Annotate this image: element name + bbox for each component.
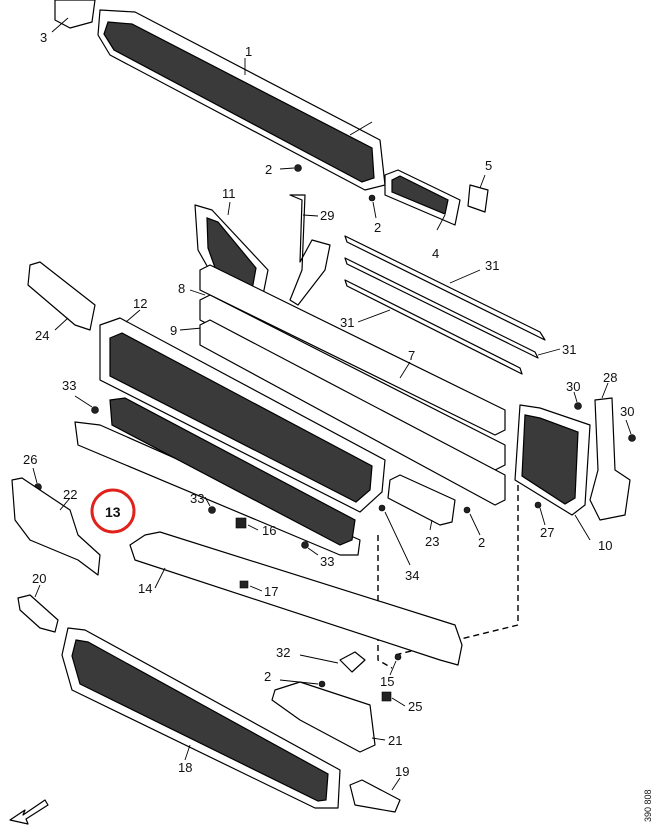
highlight-circle <box>90 488 136 534</box>
part-13-grille-bar <box>74 397 361 556</box>
label-15: 15 <box>380 674 394 689</box>
part-27-screw <box>534 501 546 526</box>
label-26: 26 <box>23 452 37 467</box>
label-31: 31 <box>340 315 354 330</box>
label-2: 2 <box>478 535 485 550</box>
label-29: 29 <box>320 208 334 223</box>
drawing-code: 390 808 <box>643 789 653 822</box>
part-28-bracket <box>589 382 631 521</box>
part-9-crossmember <box>179 294 506 471</box>
label-25: 25 <box>408 699 422 714</box>
label-23: 23 <box>425 534 439 549</box>
part-29-bracket <box>289 194 331 306</box>
part-2-screw-top <box>279 164 302 172</box>
part-16-clip <box>235 517 259 531</box>
part-23-deflector <box>387 474 456 531</box>
label-22: 22 <box>63 487 77 502</box>
part-18-lower-grille <box>61 627 341 809</box>
part-2-screw-right <box>463 506 481 536</box>
part-1-upper-grille <box>97 9 386 191</box>
part-33-screw-left <box>74 395 99 414</box>
label-12: 12 <box>133 296 147 311</box>
label-34: 34 <box>405 568 419 583</box>
part-15-screw <box>389 653 402 676</box>
label-14: 14 <box>138 581 152 596</box>
part-33-screw-center <box>204 496 216 514</box>
label-11: 11 <box>222 186 236 201</box>
part-30-screw-top <box>573 391 582 410</box>
label-33: 33 <box>62 378 76 393</box>
label-17: 17 <box>264 584 278 599</box>
part-10-right-bracket <box>514 404 591 541</box>
part-25-clip <box>381 691 406 707</box>
label-2: 2 <box>374 220 381 235</box>
part-4-trim <box>384 169 461 231</box>
label-30: 30 <box>620 404 634 419</box>
label-19: 19 <box>395 764 409 779</box>
part-12-main-grille <box>99 309 386 513</box>
label-13: 13 <box>105 504 121 520</box>
part-20-cover <box>17 584 59 633</box>
part-14-bumper-beam <box>129 531 463 666</box>
label-2: 2 <box>265 162 272 177</box>
label-5: 5 <box>485 158 492 173</box>
label-8: 8 <box>178 281 185 296</box>
part-32-clip <box>299 651 366 673</box>
label-27: 27 <box>540 525 554 540</box>
label-31: 31 <box>562 342 576 357</box>
front-direction-arrow-icon <box>9 799 49 825</box>
label-18: 18 <box>178 760 192 775</box>
part-19-cover <box>349 777 401 813</box>
label-30: 30 <box>566 379 580 394</box>
part-31-strips <box>344 235 561 375</box>
part-21-panel <box>271 681 386 753</box>
label-33: 33 <box>320 554 334 569</box>
label-1: 1 <box>245 44 252 59</box>
part-3-bracket <box>51 0 96 33</box>
part-7-crossmember <box>199 319 506 506</box>
part-2-screw-mid <box>368 194 377 219</box>
label-24: 24 <box>35 328 49 343</box>
label-33: 33 <box>190 491 204 506</box>
part-30-screw-right <box>625 419 636 442</box>
label-3: 3 <box>40 30 47 45</box>
label-2: 2 <box>264 669 271 684</box>
label-21: 21 <box>388 733 402 748</box>
part-22-side-panel <box>11 477 101 576</box>
label-20: 20 <box>32 571 46 586</box>
label-32: 32 <box>276 645 290 660</box>
part-34-screw <box>378 504 411 566</box>
label-16: 16 <box>262 523 276 538</box>
part-5-clip <box>467 174 489 213</box>
part-8-crossmember <box>189 264 506 436</box>
label-31: 31 <box>485 258 499 273</box>
label-7: 7 <box>408 348 415 363</box>
part-17-clip <box>239 580 263 592</box>
part-24-deflector <box>27 261 96 331</box>
label-9: 9 <box>170 323 177 338</box>
label-4: 4 <box>432 246 439 261</box>
part-33-screw-lower <box>301 541 319 556</box>
label-10: 10 <box>598 538 612 553</box>
label-28: 28 <box>603 370 617 385</box>
